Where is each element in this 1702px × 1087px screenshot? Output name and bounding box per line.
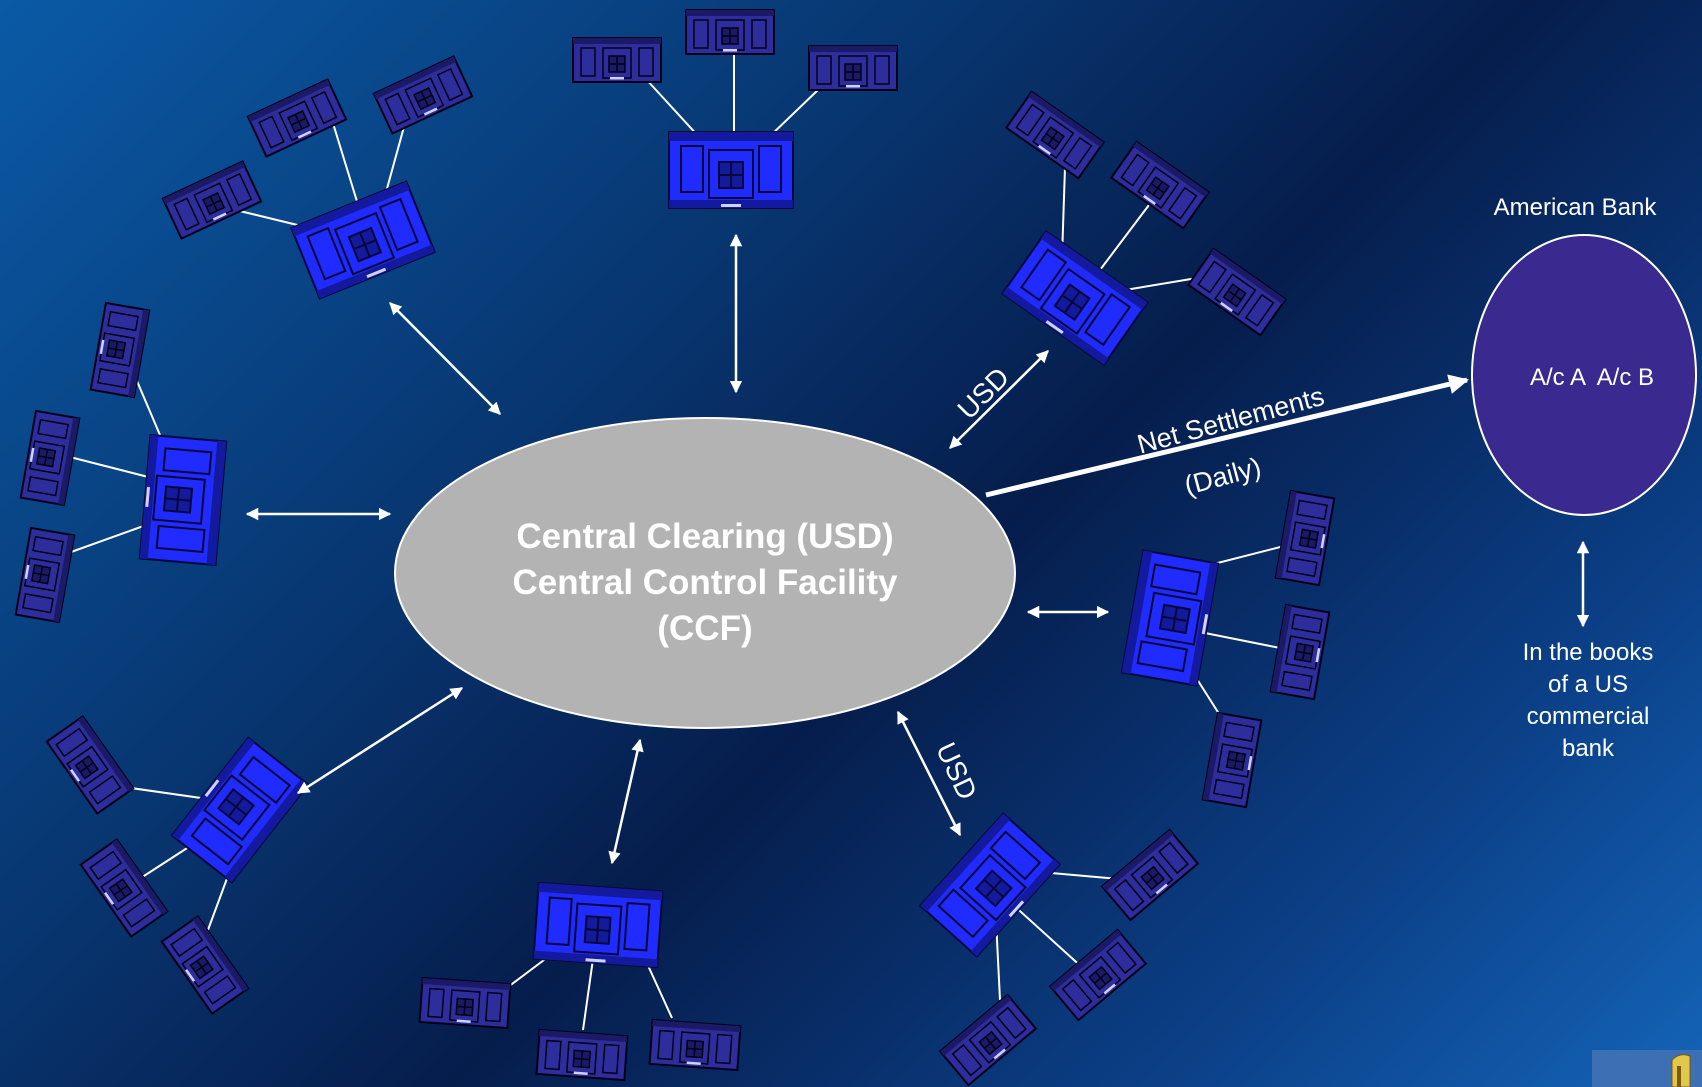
arrow-top-right	[949, 350, 1049, 449]
settlement-arrows	[245, 233, 1590, 865]
daily-label: (Daily)	[1181, 452, 1264, 501]
bank-cluster-left	[14, 301, 228, 624]
hub-title-line3: (CCF)	[657, 609, 752, 648]
bank-building-icon	[532, 881, 664, 969]
branch-bank-icon	[939, 993, 1037, 1087]
arrow-bottom	[608, 738, 644, 865]
american-bank-note-line1: In the books	[1523, 639, 1654, 666]
branch-bank-icon	[45, 715, 135, 815]
branch-bank-icon	[89, 301, 151, 399]
bank-cluster-bottom-right	[919, 812, 1199, 1087]
branch-bank-icon	[246, 78, 348, 158]
arrow-bottom-left	[296, 686, 464, 795]
bank-building-icon	[668, 131, 794, 209]
bank-building-icon	[170, 736, 310, 884]
american-bank-note-line3: commercial	[1527, 703, 1650, 730]
bank-building-icon	[1001, 230, 1149, 366]
branch-bank-icon	[19, 409, 81, 507]
american-bank-note-line4: bank	[1562, 735, 1615, 762]
american-bank-accounts: A/c A A/c B	[1530, 364, 1654, 391]
net-settlements-arrow	[985, 374, 1469, 498]
bank-building-icon	[138, 433, 228, 567]
bank-building-icon	[919, 812, 1061, 958]
bank-building-icon	[290, 180, 436, 300]
american-bank-note-line2: of a US	[1548, 671, 1628, 698]
branch-bank-icon	[1110, 140, 1210, 230]
branch-bank-icon	[1274, 489, 1336, 587]
branch-bank-icon	[161, 160, 263, 240]
bank-cluster-right	[1120, 489, 1336, 809]
american-bank-title: American Bank	[1494, 194, 1658, 221]
branch-bank-icon	[572, 37, 662, 83]
bank-cluster-top-left	[161, 55, 474, 300]
branch-bank-icon	[1005, 90, 1105, 180]
branch-bank-icon	[648, 1018, 742, 1072]
corner-logo-icon	[1592, 1050, 1702, 1087]
branch-bank-icon	[79, 838, 169, 938]
bank-building-icon	[1120, 549, 1220, 687]
bank-cluster-bottom	[418, 881, 742, 1082]
branch-bank-icon	[1201, 711, 1263, 809]
branch-bank-icon	[1187, 247, 1287, 337]
branch-bank-icon	[160, 915, 250, 1015]
branch-bank-icon	[808, 45, 898, 91]
arrow-top-left	[389, 302, 501, 415]
branch-bank-icon	[685, 9, 775, 55]
branch-bank-icon	[1269, 603, 1331, 701]
branch-bank-icon	[418, 976, 512, 1030]
bank-cluster-bottom-left	[45, 715, 310, 1015]
branch-bank-icon	[14, 526, 76, 624]
hub-title-line2: Central Control Facility	[512, 563, 898, 602]
arrow-bottom-right	[896, 710, 962, 837]
branch-bank-icon	[1049, 928, 1147, 1022]
usd-label-lower: USD	[930, 738, 983, 805]
american-bank-node	[1471, 234, 1697, 516]
branch-bank-icon	[1101, 828, 1199, 922]
branch-bank-icon	[535, 1028, 629, 1082]
hub-title-line1: Central Clearing (USD)	[516, 517, 893, 556]
branch-bank-icon	[372, 55, 474, 135]
central-clearing-hub	[394, 417, 1016, 729]
bank-cluster-top-right	[1001, 90, 1287, 366]
